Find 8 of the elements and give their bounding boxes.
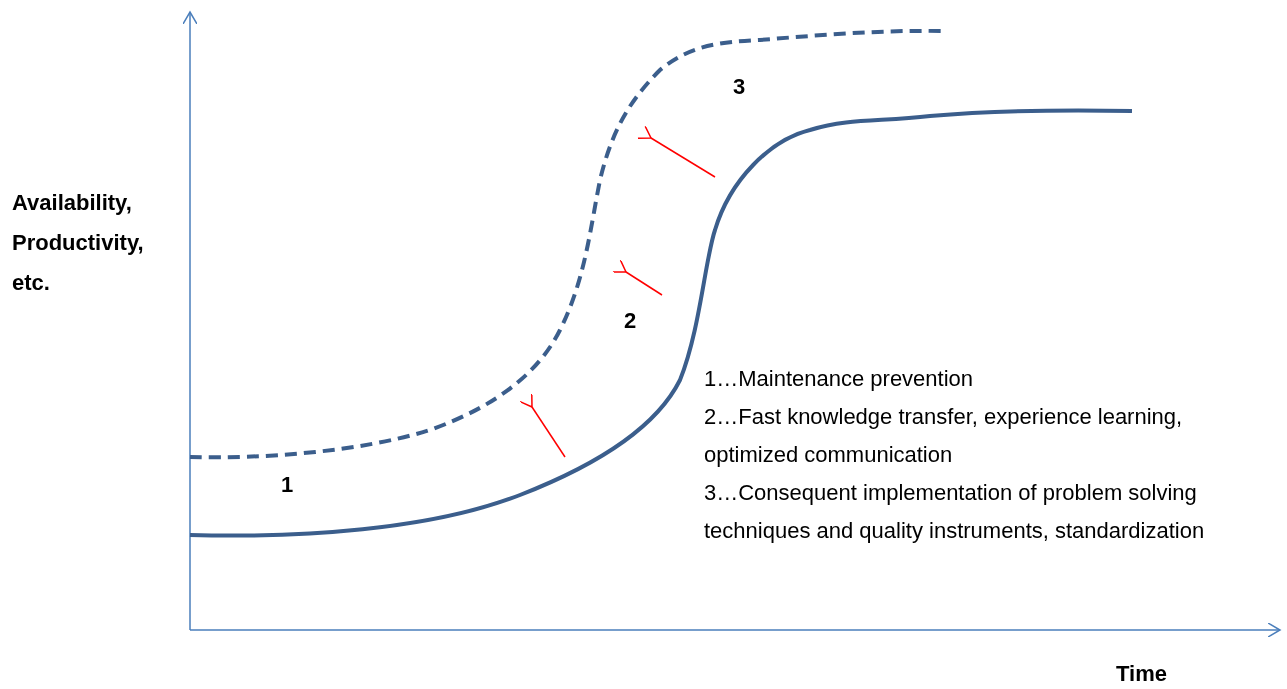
callout-number: 2 [624, 307, 637, 335]
y-axis-label: Availability, Productivity, etc. [12, 189, 145, 297]
callout-number: 3 [733, 73, 746, 101]
legend-text: 1…Maintenance prevention [704, 365, 975, 393]
legend-text: 2…Fast knowledge transfer, experience learning, optimized communication [704, 403, 1184, 469]
x-axis-label: Time [1116, 660, 1167, 688]
legend-text: 3…Consequent implementation of problem solving techniques and quality instruments, standardization [704, 479, 1206, 545]
callout-number: 1 [281, 471, 294, 499]
